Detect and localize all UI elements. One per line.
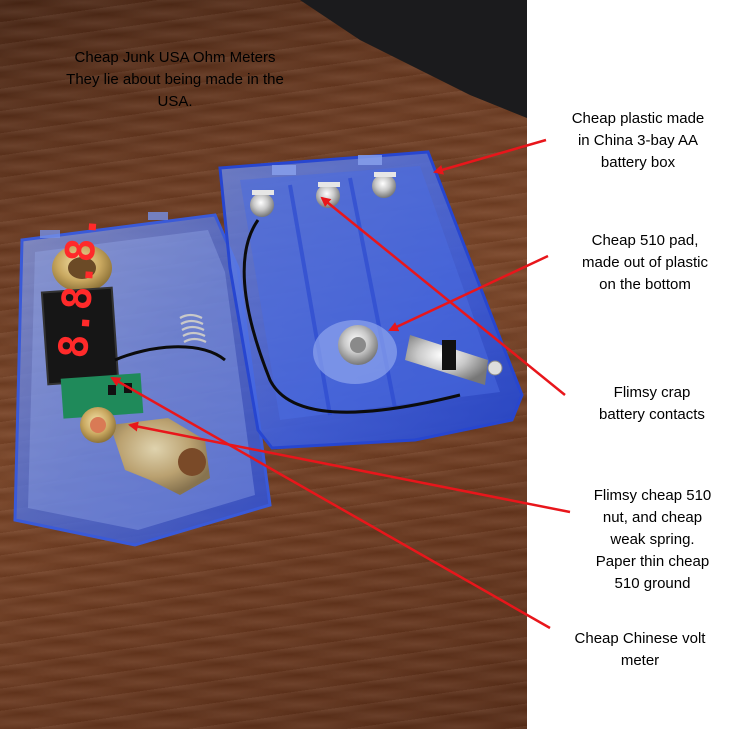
spring — [179, 313, 207, 343]
annotation-battery-contacts: Flimsy crap battery contacts — [599, 384, 705, 423]
annotation-volt-meter: Cheap Chinese volt meter — [574, 630, 706, 669]
battery-box — [218, 150, 524, 450]
dark-object-background — [300, 0, 527, 118]
annotation-510-pad: Cheap 510 pad, made out of plastic on th… — [582, 232, 708, 293]
annotation-510-nut-spring: Flimsy cheap 510 nut, and cheap weak spr… — [593, 487, 712, 592]
annotation-plastic-box: Cheap plastic made in China 3-bay AA bat… — [571, 110, 705, 171]
title-note: Cheap Junk USA Ohm Meters They lie about… — [66, 49, 284, 110]
volt-meter-display: 8.8.8. — [51, 213, 107, 360]
black-wire — [114, 345, 226, 362]
